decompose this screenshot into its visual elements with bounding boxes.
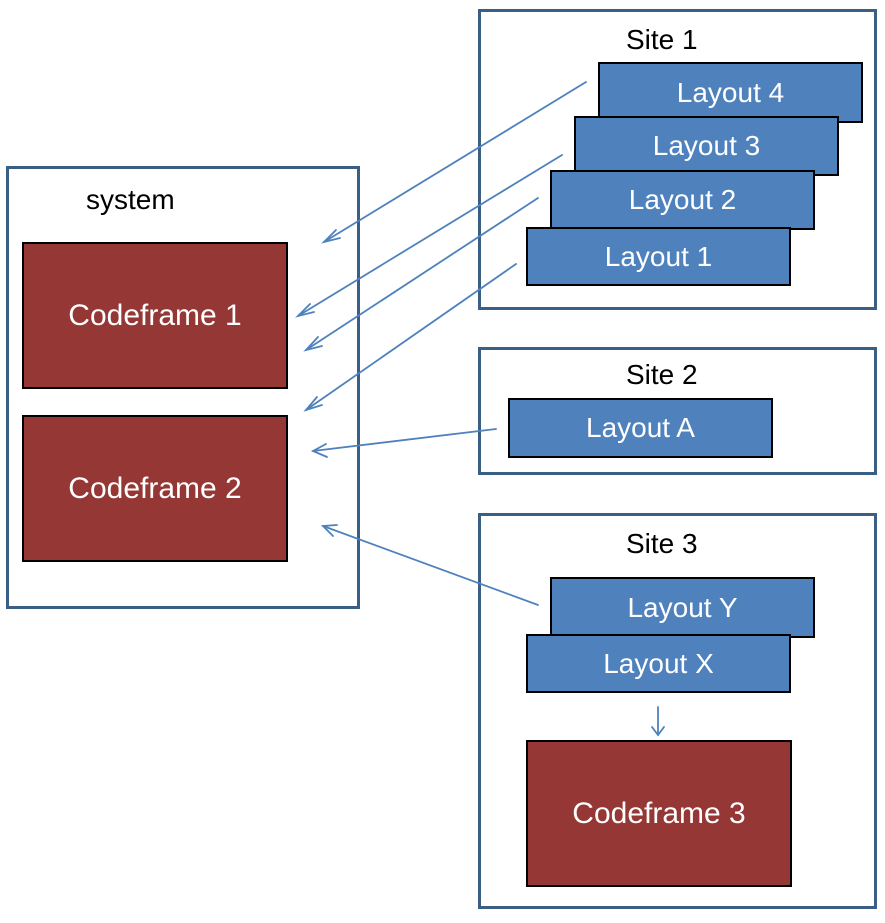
site3-layout-y: Layout Y	[550, 577, 815, 638]
system-title: system	[86, 184, 175, 215]
site1-layout-1: Layout 1	[526, 227, 791, 286]
site3-layout-x: Layout X	[526, 634, 791, 693]
codeframe-3: Codeframe 3	[526, 740, 792, 887]
site1-layout-2: Layout 2	[550, 170, 815, 230]
site3-title: Site 3	[626, 528, 698, 559]
site1-layout-4: Layout 4	[598, 62, 863, 123]
site1-layout-3: Layout 3	[574, 116, 839, 176]
codeframe-1: Codeframe 1	[22, 242, 288, 389]
site2-layout-a: Layout A	[508, 398, 773, 458]
site1-title: Site 1	[626, 24, 698, 55]
codeframe-2: Codeframe 2	[22, 415, 288, 562]
site2-title: Site 2	[626, 359, 698, 390]
